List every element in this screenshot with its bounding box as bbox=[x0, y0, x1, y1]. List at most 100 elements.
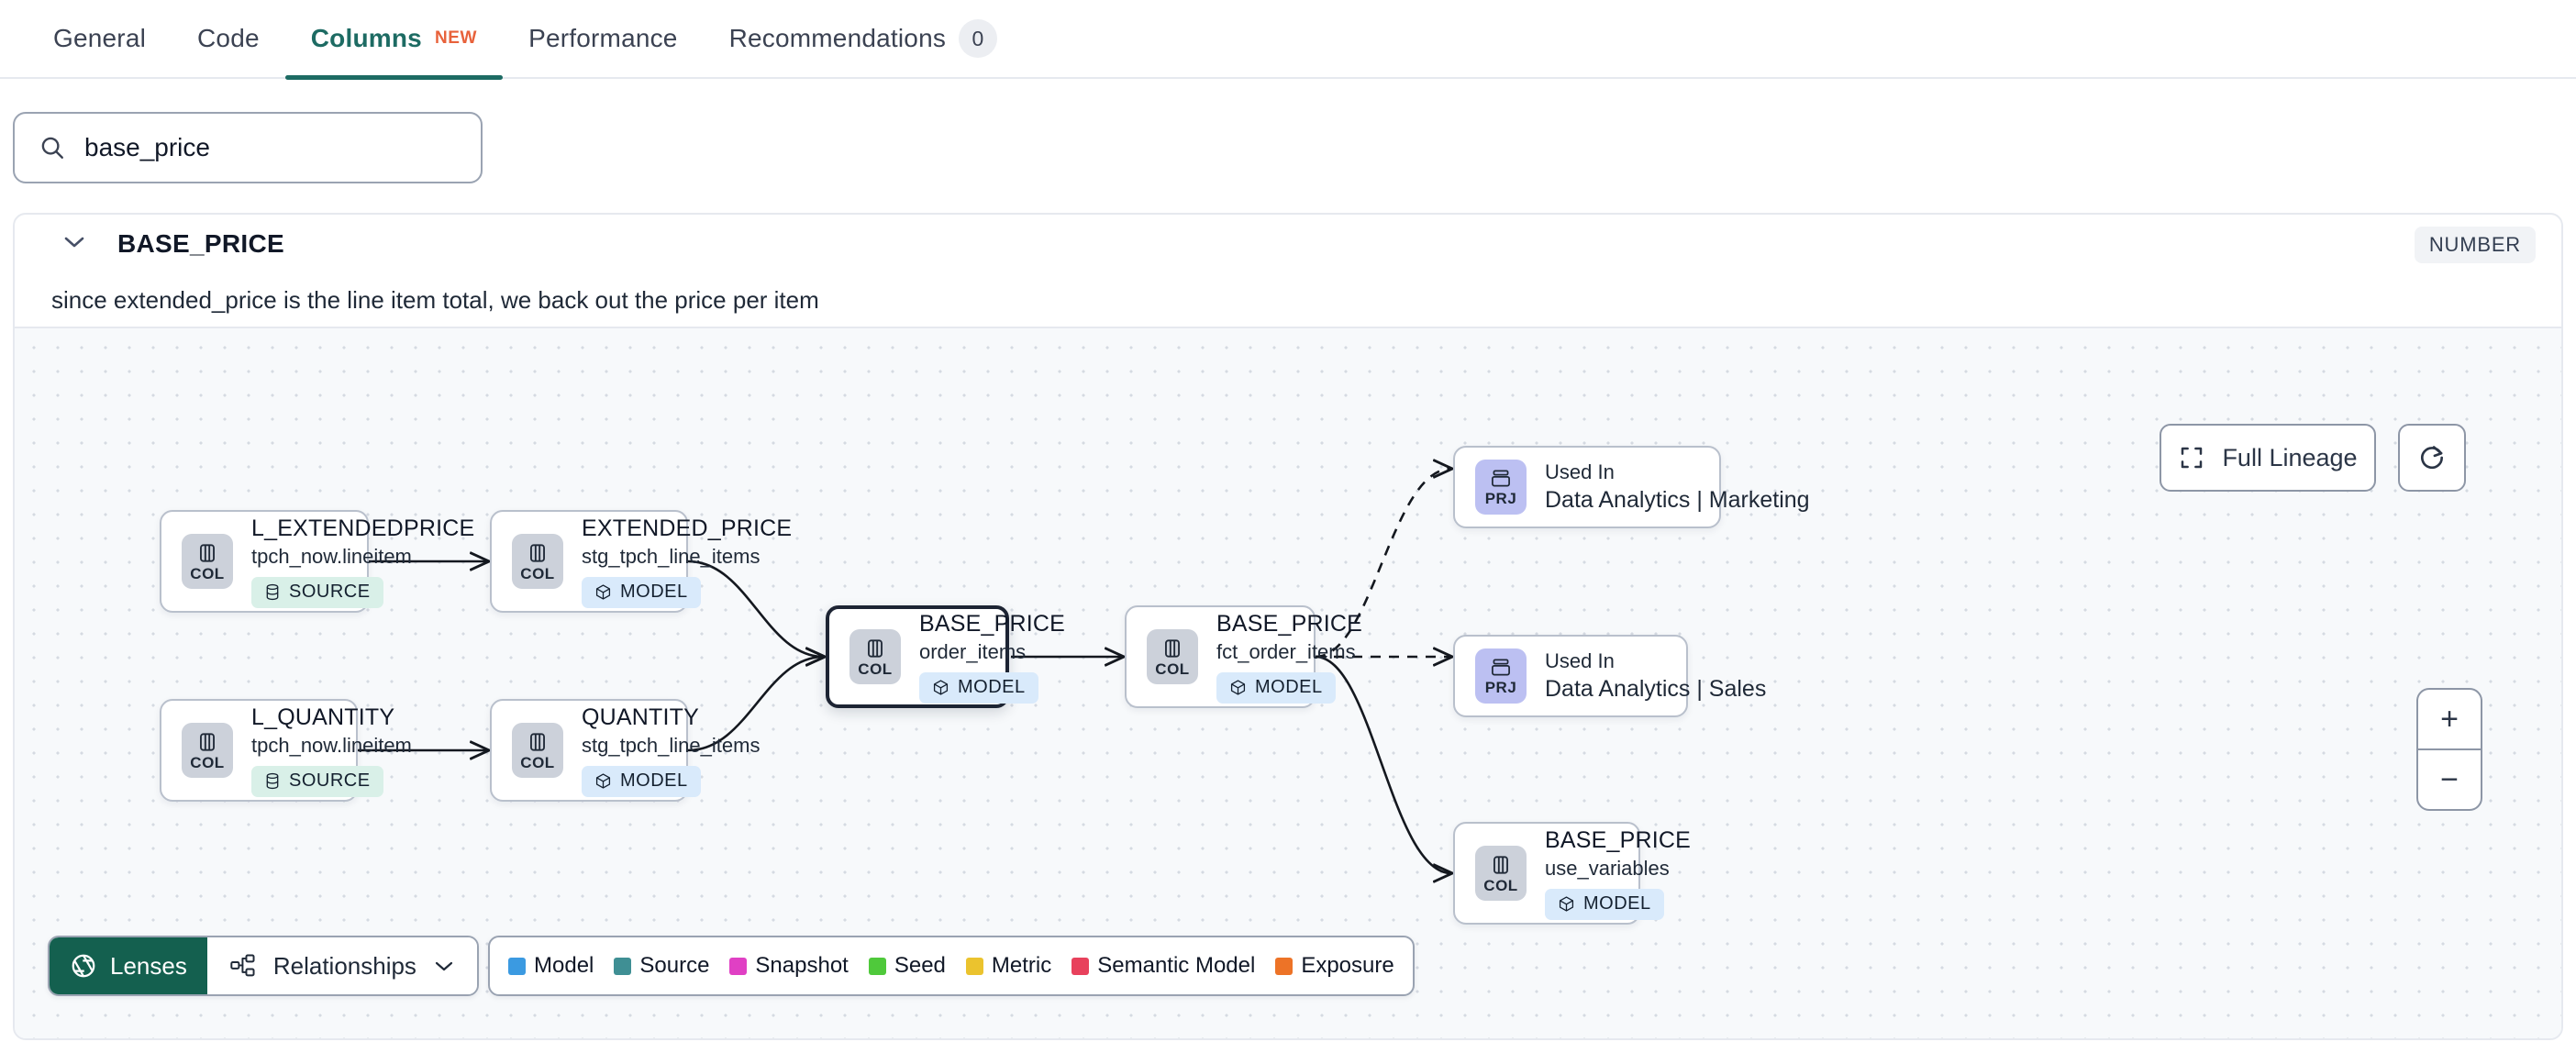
lineage-node-extended-price[interactable]: COL EXTENDED_PRICE stg_tpch_line_items M… bbox=[490, 510, 792, 613]
node-title: BASE_PRICE bbox=[919, 610, 1066, 637]
tab-columns[interactable]: Columns NEW bbox=[284, 0, 504, 80]
legend-item-exposure: Exposure bbox=[1275, 953, 1394, 979]
legend-label: Source bbox=[639, 953, 710, 978]
legend-label: Semantic Model bbox=[1097, 953, 1256, 978]
col-badge: COL bbox=[182, 534, 233, 589]
lineage-node-project-marketing[interactable]: PRJ Used In Data Analytics | Marketing bbox=[1453, 446, 1810, 528]
lineage-node-quantity[interactable]: COL QUANTITY stg_tpch_line_items MODEL bbox=[490, 699, 760, 802]
cube-icon bbox=[595, 773, 611, 789]
node-text: Used In Data Analytics | Sales bbox=[1545, 649, 1766, 703]
edge-n3-n5 bbox=[687, 560, 824, 657]
tab-general[interactable]: General bbox=[53, 0, 146, 78]
prj-badge-label: PRJ bbox=[1484, 490, 1517, 507]
node-type-pill: MODEL bbox=[919, 671, 1038, 704]
tab-code[interactable]: Code bbox=[197, 0, 260, 78]
prj-badge: PRJ bbox=[1475, 648, 1527, 704]
column-icon bbox=[200, 544, 215, 562]
node-text: QUANTITY stg_tpch_line_items MODEL bbox=[582, 704, 760, 797]
col-badge-label: COL bbox=[1155, 660, 1190, 678]
tab-columns-new-badge: NEW bbox=[434, 28, 478, 48]
search-icon bbox=[41, 137, 63, 159]
zoom-in-button[interactable]: + bbox=[2418, 690, 2481, 750]
relationships-dropdown[interactable]: Relationships bbox=[206, 937, 477, 994]
node-text: EXTENDED_PRICE stg_tpch_line_items MODEL bbox=[582, 515, 792, 608]
lineage-node-l-quantity[interactable]: COL L_QUANTITY tpch_now.lineitem SOURCE bbox=[160, 699, 412, 802]
col-badge-label: COL bbox=[190, 754, 225, 771]
aperture-icon bbox=[72, 954, 95, 978]
legend-label: Snapshot bbox=[755, 953, 849, 978]
refresh-button[interactable] bbox=[2398, 424, 2466, 492]
node-title: QUANTITY bbox=[582, 704, 699, 730]
node-title: Used In bbox=[1545, 460, 1615, 483]
project-icon bbox=[1492, 659, 1510, 676]
legend-swatch bbox=[508, 957, 526, 975]
relationships-icon bbox=[230, 954, 255, 977]
tab-recommendations[interactable]: Recommendations 0 bbox=[729, 0, 998, 78]
legend-label: Seed bbox=[894, 953, 946, 978]
tab-recommendations-count: 0 bbox=[959, 19, 998, 58]
column-icon bbox=[868, 639, 883, 658]
node-subtitle: stg_tpch_line_items bbox=[582, 544, 761, 568]
node-subtitle: Data Analytics | Marketing bbox=[1545, 487, 1810, 513]
node-type-pill: MODEL bbox=[1216, 671, 1336, 704]
tab-performance[interactable]: Performance bbox=[528, 0, 678, 78]
legend-item-semantic-model: Semantic Model bbox=[1071, 953, 1255, 979]
node-pill-label: SOURCE bbox=[289, 770, 371, 791]
full-lineage-label: Full Lineage bbox=[2222, 443, 2358, 471]
edge-n6-n9 bbox=[1315, 655, 1451, 873]
column-icon bbox=[1165, 639, 1180, 658]
column-name: BASE_PRICE bbox=[117, 229, 284, 258]
col-badge-label: COL bbox=[520, 565, 555, 582]
node-type-pill: MODEL bbox=[582, 576, 701, 608]
node-subtitle: tpch_now.lineitem bbox=[251, 733, 412, 757]
col-badge-label: COL bbox=[1483, 877, 1518, 894]
lineage-node-base-price-order-items[interactable]: COL BASE_PRICE order_items MODEL bbox=[826, 605, 1065, 708]
legend-label: Exposure bbox=[1301, 953, 1394, 978]
legend-item-model: Model bbox=[508, 953, 594, 979]
refresh-icon bbox=[2421, 446, 2444, 470]
lineage-legend: Model Source Snapshot Seed Metric Semant… bbox=[488, 936, 1415, 996]
node-type-pill: SOURCE bbox=[251, 765, 383, 797]
lineage-canvas[interactable]: COL L_EXTENDEDPRICE tpch_now.lineitem SO… bbox=[15, 327, 2561, 1038]
lineage-node-base-price-use-variables[interactable]: COL BASE_PRICE use_variables MODEL bbox=[1453, 822, 1691, 925]
chevron-down-icon[interactable] bbox=[62, 235, 86, 249]
column-description: since extended_price is the line item to… bbox=[51, 286, 819, 314]
col-badge: COL bbox=[849, 629, 901, 684]
search-input[interactable]: base_price bbox=[13, 112, 483, 183]
lenses-toolbar: Lenses Relationships bbox=[48, 936, 479, 996]
full-lineage-button[interactable]: Full Lineage bbox=[2160, 424, 2376, 492]
node-title: L_EXTENDEDPRICE bbox=[251, 515, 475, 541]
lenses-label: Lenses bbox=[110, 951, 187, 980]
legend-item-source: Source bbox=[614, 953, 709, 979]
legend-item-snapshot: Snapshot bbox=[729, 953, 849, 979]
cube-icon bbox=[1230, 680, 1246, 695]
node-text: BASE_PRICE order_items MODEL bbox=[919, 611, 1065, 704]
col-badge-label: COL bbox=[858, 660, 893, 678]
edge-n4-n5 bbox=[687, 657, 824, 752]
node-text: L_QUANTITY tpch_now.lineitem SOURCE bbox=[251, 704, 412, 797]
lineage-node-project-sales[interactable]: PRJ Used In Data Analytics | Sales bbox=[1453, 635, 1766, 717]
legend-swatch bbox=[1071, 957, 1090, 975]
lineage-node-base-price-fct-order-items[interactable]: COL BASE_PRICE fct_order_items MODEL bbox=[1125, 605, 1362, 708]
lenses-button[interactable]: Lenses bbox=[50, 937, 207, 994]
node-title: BASE_PRICE bbox=[1545, 826, 1692, 853]
node-text: BASE_PRICE fct_order_items MODEL bbox=[1216, 611, 1362, 704]
column-type-badge: NUMBER bbox=[2414, 227, 2536, 263]
node-pill-label: MODEL bbox=[1255, 677, 1323, 697]
search-area: base_price bbox=[13, 112, 483, 183]
cube-icon bbox=[933, 680, 949, 695]
tab-general-label: General bbox=[53, 24, 147, 52]
prj-badge: PRJ bbox=[1475, 460, 1527, 515]
node-title: L_QUANTITY bbox=[251, 704, 395, 730]
legend-label: Model bbox=[534, 953, 594, 978]
lineage-node-l-extendedprice[interactable]: COL L_EXTENDEDPRICE tpch_now.lineitem SO… bbox=[160, 510, 474, 613]
column-icon bbox=[200, 733, 215, 751]
col-badge: COL bbox=[512, 534, 563, 589]
legend-item-seed: Seed bbox=[868, 953, 946, 979]
node-text: Used In Data Analytics | Marketing bbox=[1545, 460, 1810, 514]
zoom-out-button[interactable]: − bbox=[2440, 761, 2459, 797]
node-pill-label: SOURCE bbox=[289, 582, 371, 602]
legend-swatch bbox=[1275, 957, 1294, 975]
expand-icon bbox=[2182, 447, 2203, 469]
